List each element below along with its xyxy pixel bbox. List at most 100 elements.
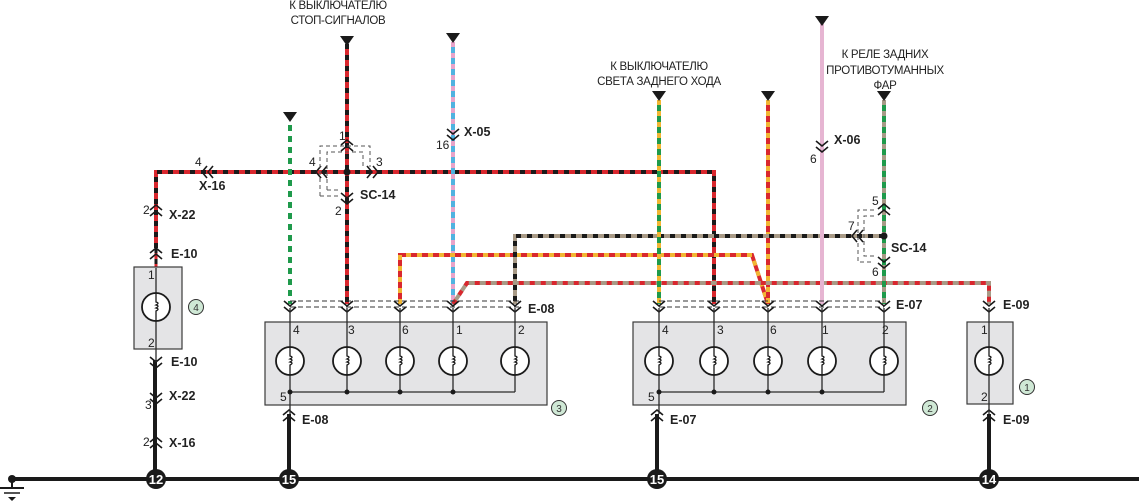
junction-dot <box>450 389 456 395</box>
label-e07-top: E-07 <box>896 298 922 312</box>
component-badge-2: 2 <box>922 400 938 416</box>
chevron-e08-bottom <box>282 408 296 422</box>
ground-symbol-icon <box>0 487 24 501</box>
bulb-icon-lamp3-3 <box>438 346 468 376</box>
chevron-sc14-right-5 <box>877 202 891 216</box>
note-reverse-switch: К ВЫКЛЮЧАТЕЛЮ СВЕТА ЗАДНЕГО ХОДА <box>597 61 722 88</box>
svg-text:4: 4 <box>293 323 300 337</box>
bulb-icon-lamp3-1 <box>332 346 362 376</box>
svg-text:6: 6 <box>402 323 409 337</box>
svg-text:E-10: E-10 <box>171 247 197 261</box>
svg-text:СВЕТА ЗАДНЕГО ХОДА: СВЕТА ЗАДНЕГО ХОДА <box>597 76 721 88</box>
chevron-x05 <box>446 128 460 142</box>
origin-arrow-fog <box>877 91 891 101</box>
svg-text:E-08: E-08 <box>302 413 328 427</box>
svg-text:3: 3 <box>376 155 383 169</box>
wire-tan-red <box>451 281 991 306</box>
svg-text:X-22: X-22 <box>169 389 195 403</box>
label-x22-top: 2 X-22 <box>143 203 195 222</box>
chevron-x06 <box>815 140 829 154</box>
wire-red-yellow-loop <box>398 253 770 305</box>
label-e08-bottom: 5 E-08 <box>280 390 328 427</box>
label-x16-bottom: 2 X-16 <box>143 435 195 450</box>
chevron-x16-bottom <box>149 435 163 449</box>
bulb-icon-lamp2-3 <box>807 346 837 376</box>
ground-point-15-left: 15 <box>279 469 299 489</box>
splice-sc14-right-box <box>857 209 874 263</box>
svg-text:12: 12 <box>149 472 163 487</box>
splice-sc14-left-node <box>343 168 351 176</box>
chevron-x16-top <box>200 165 214 179</box>
bulb-icon-lamp1 <box>974 346 1004 376</box>
svg-text:1: 1 <box>339 129 346 143</box>
svg-text:E-07: E-07 <box>670 413 696 427</box>
svg-text:6: 6 <box>810 152 817 166</box>
label-lamp2-pins: 4 3 6 1 2 <box>662 323 889 337</box>
svg-text:E-10: E-10 <box>171 355 197 369</box>
svg-text:X-22: X-22 <box>169 208 195 222</box>
label-x16-top: 4 X-16 <box>195 155 225 193</box>
label-sc14-left: 1 4 3 2 SC-14 <box>309 129 395 218</box>
svg-text:К ВЫКЛЮЧАТЕЛЮ: К ВЫКЛЮЧАТЕЛЮ <box>289 0 387 12</box>
svg-text:E-09: E-09 <box>1003 413 1029 427</box>
ground-point-14: 14 <box>979 469 999 489</box>
svg-text:16: 16 <box>436 138 450 152</box>
chevron-e07-bottom <box>650 408 664 422</box>
origin-arrow-pink <box>815 16 829 26</box>
label-lamp3-pins: 4 3 6 1 2 <box>293 323 525 337</box>
junction-dot <box>711 389 717 395</box>
chevron-sc14-left-3 <box>366 165 380 179</box>
origin-arrow-blue <box>446 33 460 43</box>
svg-text:ПРОТИВОТУМАННЫХ: ПРОТИВОТУМАННЫХ <box>826 65 944 77</box>
svg-text:2: 2 <box>143 435 150 449</box>
bulb-icon-lamp3-0 <box>275 346 305 376</box>
lamp-bulbs <box>141 268 1004 414</box>
svg-text:2: 2 <box>148 336 155 350</box>
connector-chevrons <box>149 128 996 449</box>
svg-text:4: 4 <box>662 323 669 337</box>
chevron-sc14-left-2 <box>340 192 354 206</box>
label-e07-bottom: 5 E-07 <box>648 390 696 427</box>
label-e08-top: E-08 <box>528 302 554 316</box>
chevron-x22-bottom <box>149 392 163 406</box>
svg-text:14: 14 <box>982 472 997 487</box>
svg-text:E-09: E-09 <box>1003 298 1029 312</box>
svg-text:1: 1 <box>1024 383 1030 394</box>
ground-point-12: 12 <box>146 469 166 489</box>
svg-text:2: 2 <box>927 404 933 415</box>
svg-text:4: 4 <box>193 303 199 314</box>
svg-text:3: 3 <box>717 323 724 337</box>
junction-dot <box>397 389 403 395</box>
component-badge-1: 1 <box>1019 379 1035 395</box>
svg-text:4: 4 <box>309 155 316 169</box>
svg-text:1: 1 <box>148 268 155 282</box>
bulb-icon-lamp2-2 <box>753 346 783 376</box>
svg-text:1: 1 <box>456 323 463 337</box>
label-lamp4-pins: 1 2 <box>148 268 155 350</box>
svg-text:SC-14: SC-14 <box>891 241 926 255</box>
ground-bus <box>8 475 1139 488</box>
label-e09-top: E-09 <box>1003 298 1029 312</box>
junction-dot <box>344 389 350 395</box>
svg-text:5: 5 <box>872 194 879 208</box>
bulb-icon-lamp4 <box>141 292 171 322</box>
bulb-icon-lamp2-1 <box>699 346 729 376</box>
component-badge-3: 3 <box>551 400 567 416</box>
svg-text:7: 7 <box>848 219 855 233</box>
svg-text:15: 15 <box>282 472 296 487</box>
svg-text:2: 2 <box>518 323 525 337</box>
svg-text:X-16: X-16 <box>199 179 225 193</box>
svg-text:К РЕЛЕ ЗАДНИХ: К РЕЛЕ ЗАДНИХ <box>842 49 929 61</box>
origin-arrow-brake <box>340 36 354 46</box>
label-e10-top: E-10 <box>171 247 197 261</box>
bulb-icon-lamp3-4 <box>500 346 530 376</box>
svg-text:6: 6 <box>872 265 879 279</box>
ground-point-15-right: 15 <box>647 469 667 489</box>
junction-dot <box>656 389 662 395</box>
svg-text:E-08: E-08 <box>528 302 554 316</box>
junction-dot <box>819 389 825 395</box>
svg-text:СТОП-СИГНАЛОВ: СТОП-СИГНАЛОВ <box>291 15 386 27</box>
svg-text:1: 1 <box>981 323 988 337</box>
label-lamp1-pins: 1 2 <box>981 323 988 404</box>
